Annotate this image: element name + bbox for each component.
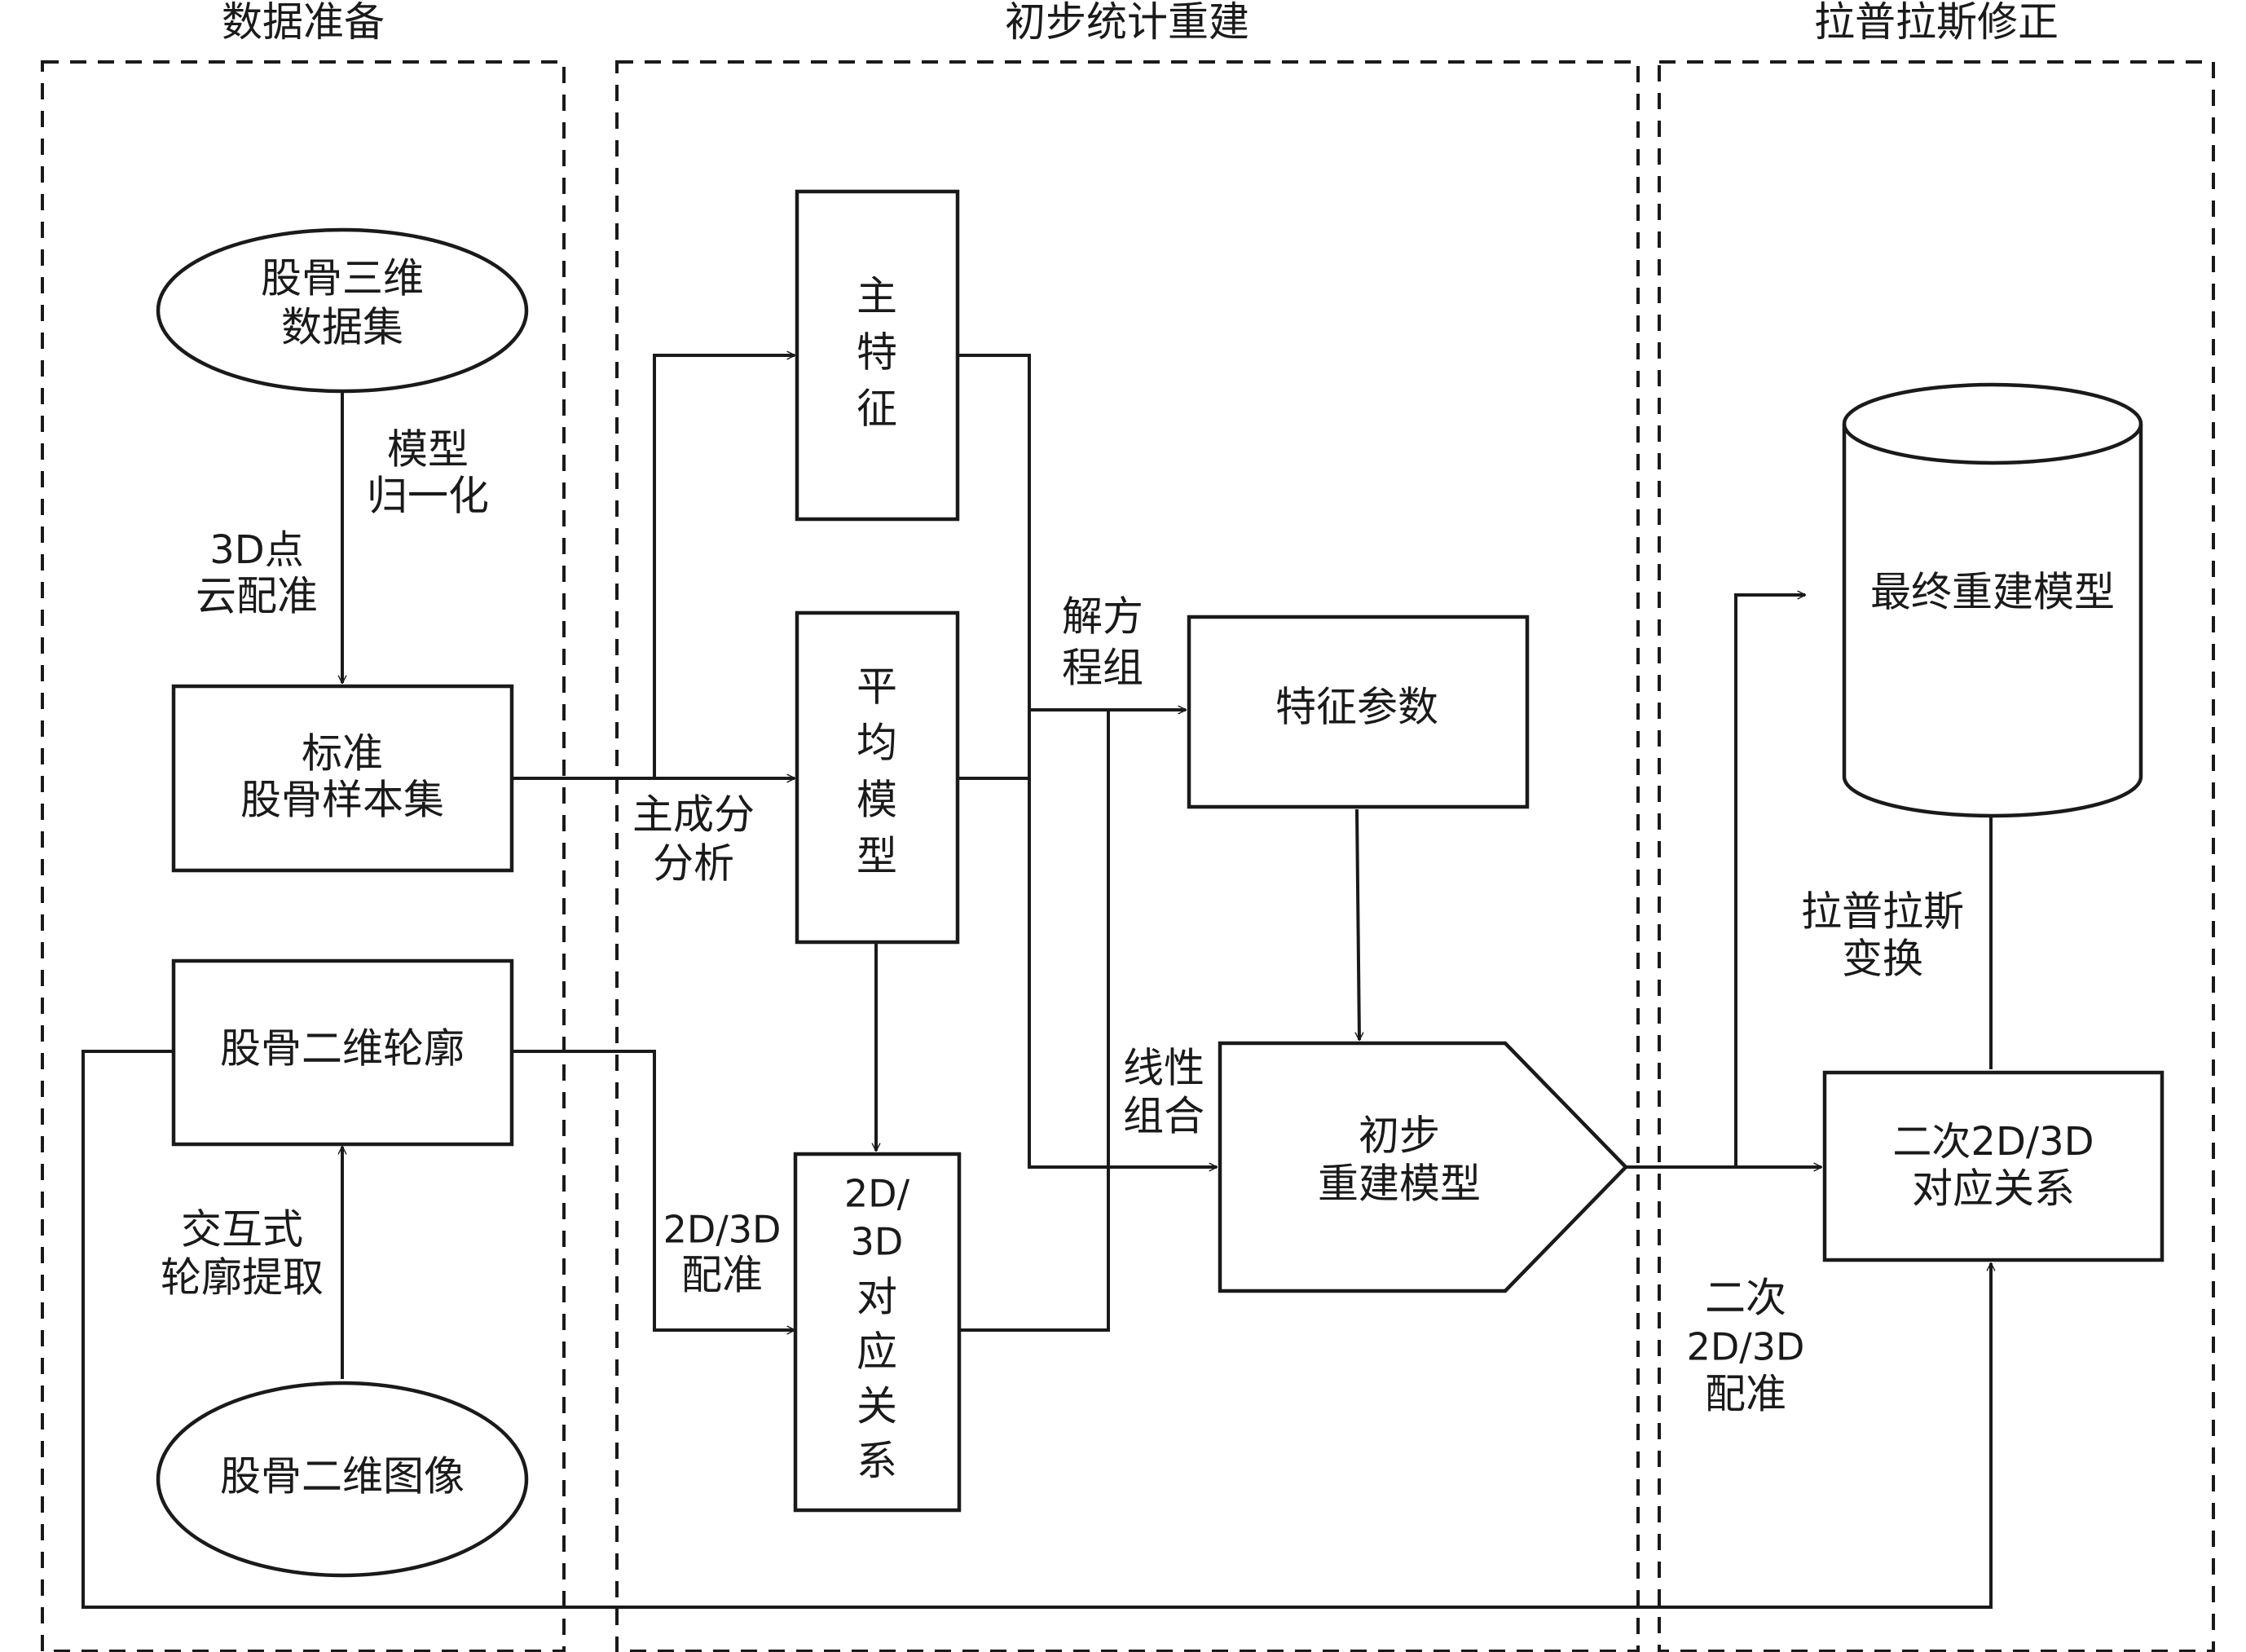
node-final-model-label: 最终重建模型 (1870, 569, 2115, 616)
node-mean-model-c4: 型 (857, 833, 897, 880)
edge-features-down (958, 354, 1031, 778)
label-laplace-transform-1: 拉普拉斯 (1801, 888, 1964, 936)
node-main-features (795, 189, 960, 522)
label-secondary-reg-1: 二次 (1705, 1275, 1786, 1322)
label-solve-1: 解方 (1062, 593, 1143, 641)
node-2d3d-correspondence-c2: 3D (851, 1220, 904, 1264)
node-femur-3d-dataset (156, 227, 529, 394)
node-2d3d-correspondence-c1: 2D/ (844, 1172, 910, 1216)
section-title-laplace: 拉普拉斯修正 (1814, 0, 2059, 46)
section-frame-laplace (1658, 60, 2215, 1652)
label-registration-2: 配准 (681, 1252, 763, 1299)
node-femur-2d-contour (171, 958, 514, 1147)
label-linear-1: 线性 (1123, 1045, 1204, 1092)
node-femur-2d-image-label: 股骨二维图像 (220, 1453, 465, 1500)
section-frame-initial-recon (615, 60, 1640, 1652)
label-linear-2: 组合 (1123, 1093, 1204, 1140)
edge-initial-to-final (1734, 595, 1805, 1167)
edge-contour-to-corr (512, 1050, 795, 1330)
node-mean-model-c2: 均 (857, 720, 897, 767)
label-interactive-2: 轮廓提取 (161, 1254, 324, 1302)
node-feature-params (1187, 615, 1530, 809)
label-secondary-reg-2: 2D/3D (1687, 1325, 1805, 1369)
node-femur-3d-dataset-line2: 数据集 (281, 304, 403, 351)
edge-corr-to-params (958, 710, 1110, 1332)
node-secondary-correspondence-line1: 二次2D/3D (1892, 1119, 2094, 1165)
node-secondary-correspondence-line2: 对应关系 (1912, 1165, 2075, 1213)
node-final-model-top-rim (1842, 423, 2143, 465)
node-mean-model-c1: 平 (857, 663, 897, 711)
section-frame-data-prep (41, 60, 566, 1652)
label-normalize-2: 归一化 (367, 473, 489, 520)
node-final-model (1842, 382, 2143, 818)
label-laplace-transform-2: 变换 (1842, 936, 1923, 983)
node-2d3d-correspondence-c5: 关 (857, 1383, 897, 1430)
edge-to-initial-model (1028, 778, 1217, 1167)
node-initial-model (1218, 1041, 1629, 1293)
label-normalize-1: 模型 (387, 426, 469, 474)
node-femur-2d-image (156, 1381, 529, 1578)
label-registration-1: 2D/3D (663, 1208, 782, 1252)
node-standard-sample-set-line1: 标准 (302, 730, 383, 778)
label-point-cloud-1: 3D点 (209, 527, 304, 573)
node-secondary-correspondence (1822, 1070, 2165, 1262)
node-2d3d-correspondence-c3: 对 (857, 1274, 897, 1321)
label-secondary-reg-3: 配准 (1705, 1371, 1786, 1418)
label-solve-2: 程组 (1062, 645, 1143, 692)
edge-params-to-initial (1357, 808, 1359, 1040)
node-standard-sample-set-line2: 股骨样本集 (240, 777, 444, 824)
section-title-initial-recon: 初步统计重建 (1005, 0, 1249, 46)
label-pca-2: 分析 (653, 840, 734, 888)
node-initial-model-line1: 初步 (1359, 1112, 1440, 1160)
node-standard-sample-set (171, 684, 514, 873)
node-2d3d-correspondence (793, 1152, 962, 1513)
edge-contour-loop-to-secondary (81, 1050, 1991, 1609)
node-main-features-c3: 征 (857, 385, 897, 433)
node-initial-model-line2: 重建模型 (1318, 1161, 1481, 1208)
node-2d3d-correspondence-c4: 应 (857, 1328, 897, 1376)
node-main-features-c2: 特 (857, 329, 897, 377)
label-interactive-1: 交互式 (181, 1206, 303, 1253)
label-point-cloud-2: 云配准 (196, 573, 318, 620)
node-mean-model-c3: 模 (857, 777, 897, 824)
label-pca-1: 主成分 (632, 791, 755, 839)
node-2d3d-correspondence-c6: 系 (857, 1438, 897, 1485)
node-mean-model (795, 610, 960, 945)
node-feature-params-label: 特征参数 (1275, 684, 1438, 731)
node-femur-3d-dataset-line1: 股骨三维 (261, 255, 424, 302)
section-title-data-prep: 数据准备 (222, 0, 385, 46)
node-femur-2d-contour-label: 股骨二维轮廓 (220, 1025, 465, 1073)
edge-pca-to-features (653, 355, 795, 778)
node-main-features-c1: 主 (857, 273, 897, 320)
